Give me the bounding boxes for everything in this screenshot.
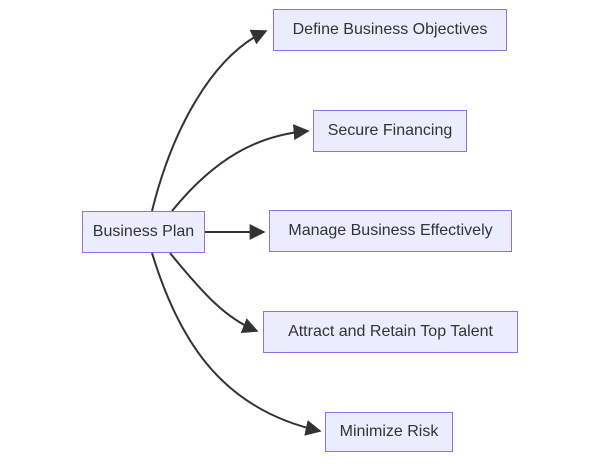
edge-to-secure-financing xyxy=(171,124,310,212)
node-define-business-objectives: Define Business Objectives xyxy=(273,9,507,51)
edge-to-attract-and-retain-top-talent xyxy=(169,252,259,334)
node-manage-business-effectively-label: Manage Business Effectively xyxy=(288,222,493,239)
edge-to-minimize-risk xyxy=(151,252,322,436)
node-business-plan: Business Plan xyxy=(82,211,205,253)
node-minimize-risk: Minimize Risk xyxy=(325,412,453,452)
edge-to-define-business-objectives xyxy=(151,29,268,212)
node-secure-financing: Secure Financing xyxy=(313,110,467,152)
node-business-plan-label: Business Plan xyxy=(92,223,195,240)
node-secure-financing-label: Secure Financing xyxy=(327,122,453,139)
node-manage-business-effectively: Manage Business Effectively xyxy=(269,210,512,252)
node-define-business-objectives-label: Define Business Objectives xyxy=(292,21,488,38)
node-attract-and-retain-top-talent-label: Attract and Retain Top Talent xyxy=(288,323,493,340)
node-attract-and-retain-top-talent: Attract and Retain Top Talent xyxy=(263,311,518,353)
node-minimize-risk-label: Minimize Risk xyxy=(339,423,439,440)
